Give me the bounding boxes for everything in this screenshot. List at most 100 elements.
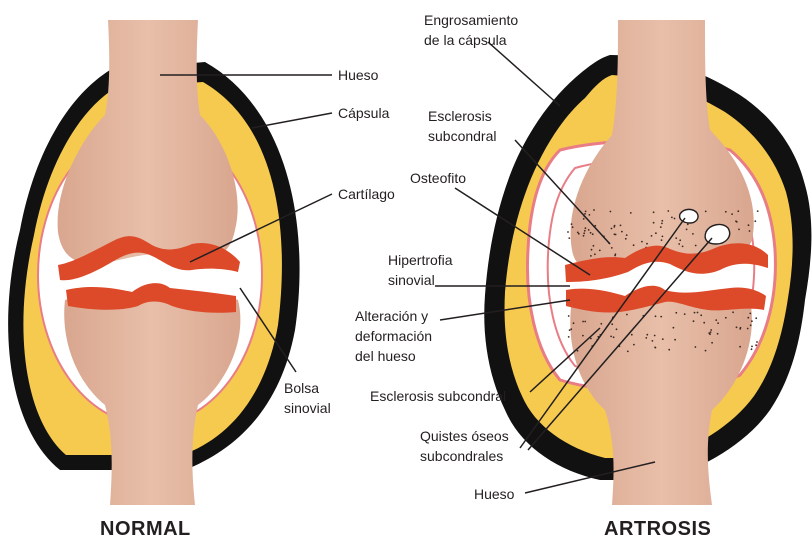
sclerosis-dot — [593, 245, 595, 247]
sclerosis-dot — [684, 313, 686, 315]
sclerosis-dot — [567, 231, 569, 233]
sclerosis-dot — [631, 334, 633, 336]
sclerosis-dot — [695, 346, 697, 348]
sclerosis-dot — [710, 329, 712, 331]
sclerosis-dot — [590, 255, 592, 257]
normal-joint — [8, 20, 299, 505]
normal-upper-bone — [58, 20, 238, 264]
sclerosis-dot — [731, 213, 733, 215]
sclerosis-dot — [583, 235, 585, 237]
sclerosis-dot — [652, 340, 654, 342]
sclerosis-dot — [711, 342, 713, 344]
sclerosis-dot — [748, 224, 750, 226]
label-normal-cartilage: Cartílago — [338, 184, 395, 204]
sclerosis-dot — [708, 332, 710, 334]
sclerosis-dot — [757, 210, 759, 212]
sclerosis-dot — [585, 211, 587, 213]
sclerosis-dot — [756, 341, 758, 343]
sclerosis-dot — [625, 238, 627, 240]
sclerosis-dot — [750, 324, 752, 326]
label-normal-bursa: Bolsa sinovial — [284, 378, 331, 418]
sclerosis-dot — [755, 317, 757, 319]
sclerosis-dot — [616, 328, 618, 330]
sclerosis-dot — [736, 326, 738, 328]
sclerosis-dot — [633, 344, 635, 346]
sclerosis-dot — [613, 336, 615, 338]
sclerosis-dot — [621, 231, 623, 233]
label-synovial-hypertrophy: Hipertrofia sinovial — [388, 250, 453, 290]
sclerosis-dot — [615, 253, 617, 255]
sclerosis-dot — [583, 232, 585, 234]
sclerosis-dot — [568, 237, 570, 239]
sclerosis-dot — [694, 312, 696, 314]
sclerosis-dot — [751, 346, 753, 348]
sclerosis-dot — [584, 213, 586, 215]
sclerosis-dot — [578, 233, 580, 235]
sclerosis-dot — [626, 314, 628, 316]
sclerosis-dot — [661, 239, 663, 241]
sclerosis-dot — [577, 350, 579, 352]
sclerosis-dot — [682, 246, 684, 248]
sclerosis-dot — [615, 234, 617, 236]
sclerosis-dot — [646, 243, 648, 245]
sclerosis-dot — [627, 351, 629, 353]
sclerosis-dot — [697, 312, 699, 314]
sclerosis-dot — [725, 317, 727, 319]
sclerosis-dot — [662, 236, 664, 238]
sclerosis-dot — [675, 312, 677, 314]
sclerosis-dot — [705, 211, 707, 213]
sclerosis-dot — [593, 209, 595, 211]
sclerosis-dot — [715, 319, 717, 321]
sclerosis-dot — [674, 339, 676, 341]
sclerosis-dot — [700, 314, 702, 316]
sclerosis-dot — [568, 315, 570, 317]
sclerosis-dot — [725, 211, 727, 213]
sclerosis-dot — [679, 239, 681, 241]
sclerosis-dot — [749, 230, 751, 232]
sclerosis-dot — [661, 223, 663, 225]
sclerosis-dot — [573, 322, 575, 324]
sclerosis-dot — [620, 225, 622, 227]
sclerosis-dot — [661, 220, 663, 222]
sclerosis-dot — [630, 212, 632, 214]
sclerosis-dot — [717, 333, 719, 335]
sclerosis-dot — [655, 232, 657, 234]
sclerosis-dot — [705, 350, 707, 352]
sclerosis-dot — [662, 338, 664, 340]
sclerosis-dot — [660, 226, 662, 228]
sclerosis-dot — [675, 237, 677, 239]
sclerosis-dot — [570, 328, 572, 330]
sclerosis-dot — [751, 348, 753, 350]
label-subchondral-sclerosis-bottom: Esclerosis subcondral — [370, 386, 506, 406]
sclerosis-dot — [599, 250, 601, 252]
sclerosis-dot — [747, 328, 749, 330]
sclerosis-dot — [655, 315, 657, 317]
label-subchondral-cysts: Quistes óseos subcondrales — [420, 426, 509, 466]
sclerosis-dot — [653, 222, 655, 224]
title-arthrosis: ARTROSIS — [604, 518, 711, 541]
label-normal-bone: Hueso — [338, 65, 378, 85]
label-osteophyte: Osteofito — [410, 168, 466, 188]
sclerosis-dot — [736, 221, 738, 223]
sclerosis-dot — [590, 232, 592, 234]
label-bone-deformation: Alteración y deformación del hueso — [355, 306, 432, 366]
sclerosis-dot — [653, 211, 655, 213]
sclerosis-dot — [703, 322, 705, 324]
sclerosis-dot — [569, 329, 571, 331]
sclerosis-dot — [740, 327, 742, 329]
sclerosis-dot — [588, 229, 590, 231]
sclerosis-dot — [582, 321, 584, 323]
sclerosis-dot — [610, 336, 612, 338]
sclerosis-dot — [584, 230, 586, 232]
sclerosis-dot — [611, 323, 613, 325]
sclerosis-dot — [626, 234, 628, 236]
sclerosis-dot — [645, 337, 647, 339]
sclerosis-dot — [668, 349, 670, 351]
sclerosis-dot — [717, 322, 719, 324]
sclerosis-dot — [592, 233, 594, 235]
sclerosis-dot — [646, 334, 648, 336]
sclerosis-dot — [673, 327, 675, 329]
sclerosis-dot — [568, 336, 570, 338]
sclerosis-dot — [678, 243, 680, 245]
